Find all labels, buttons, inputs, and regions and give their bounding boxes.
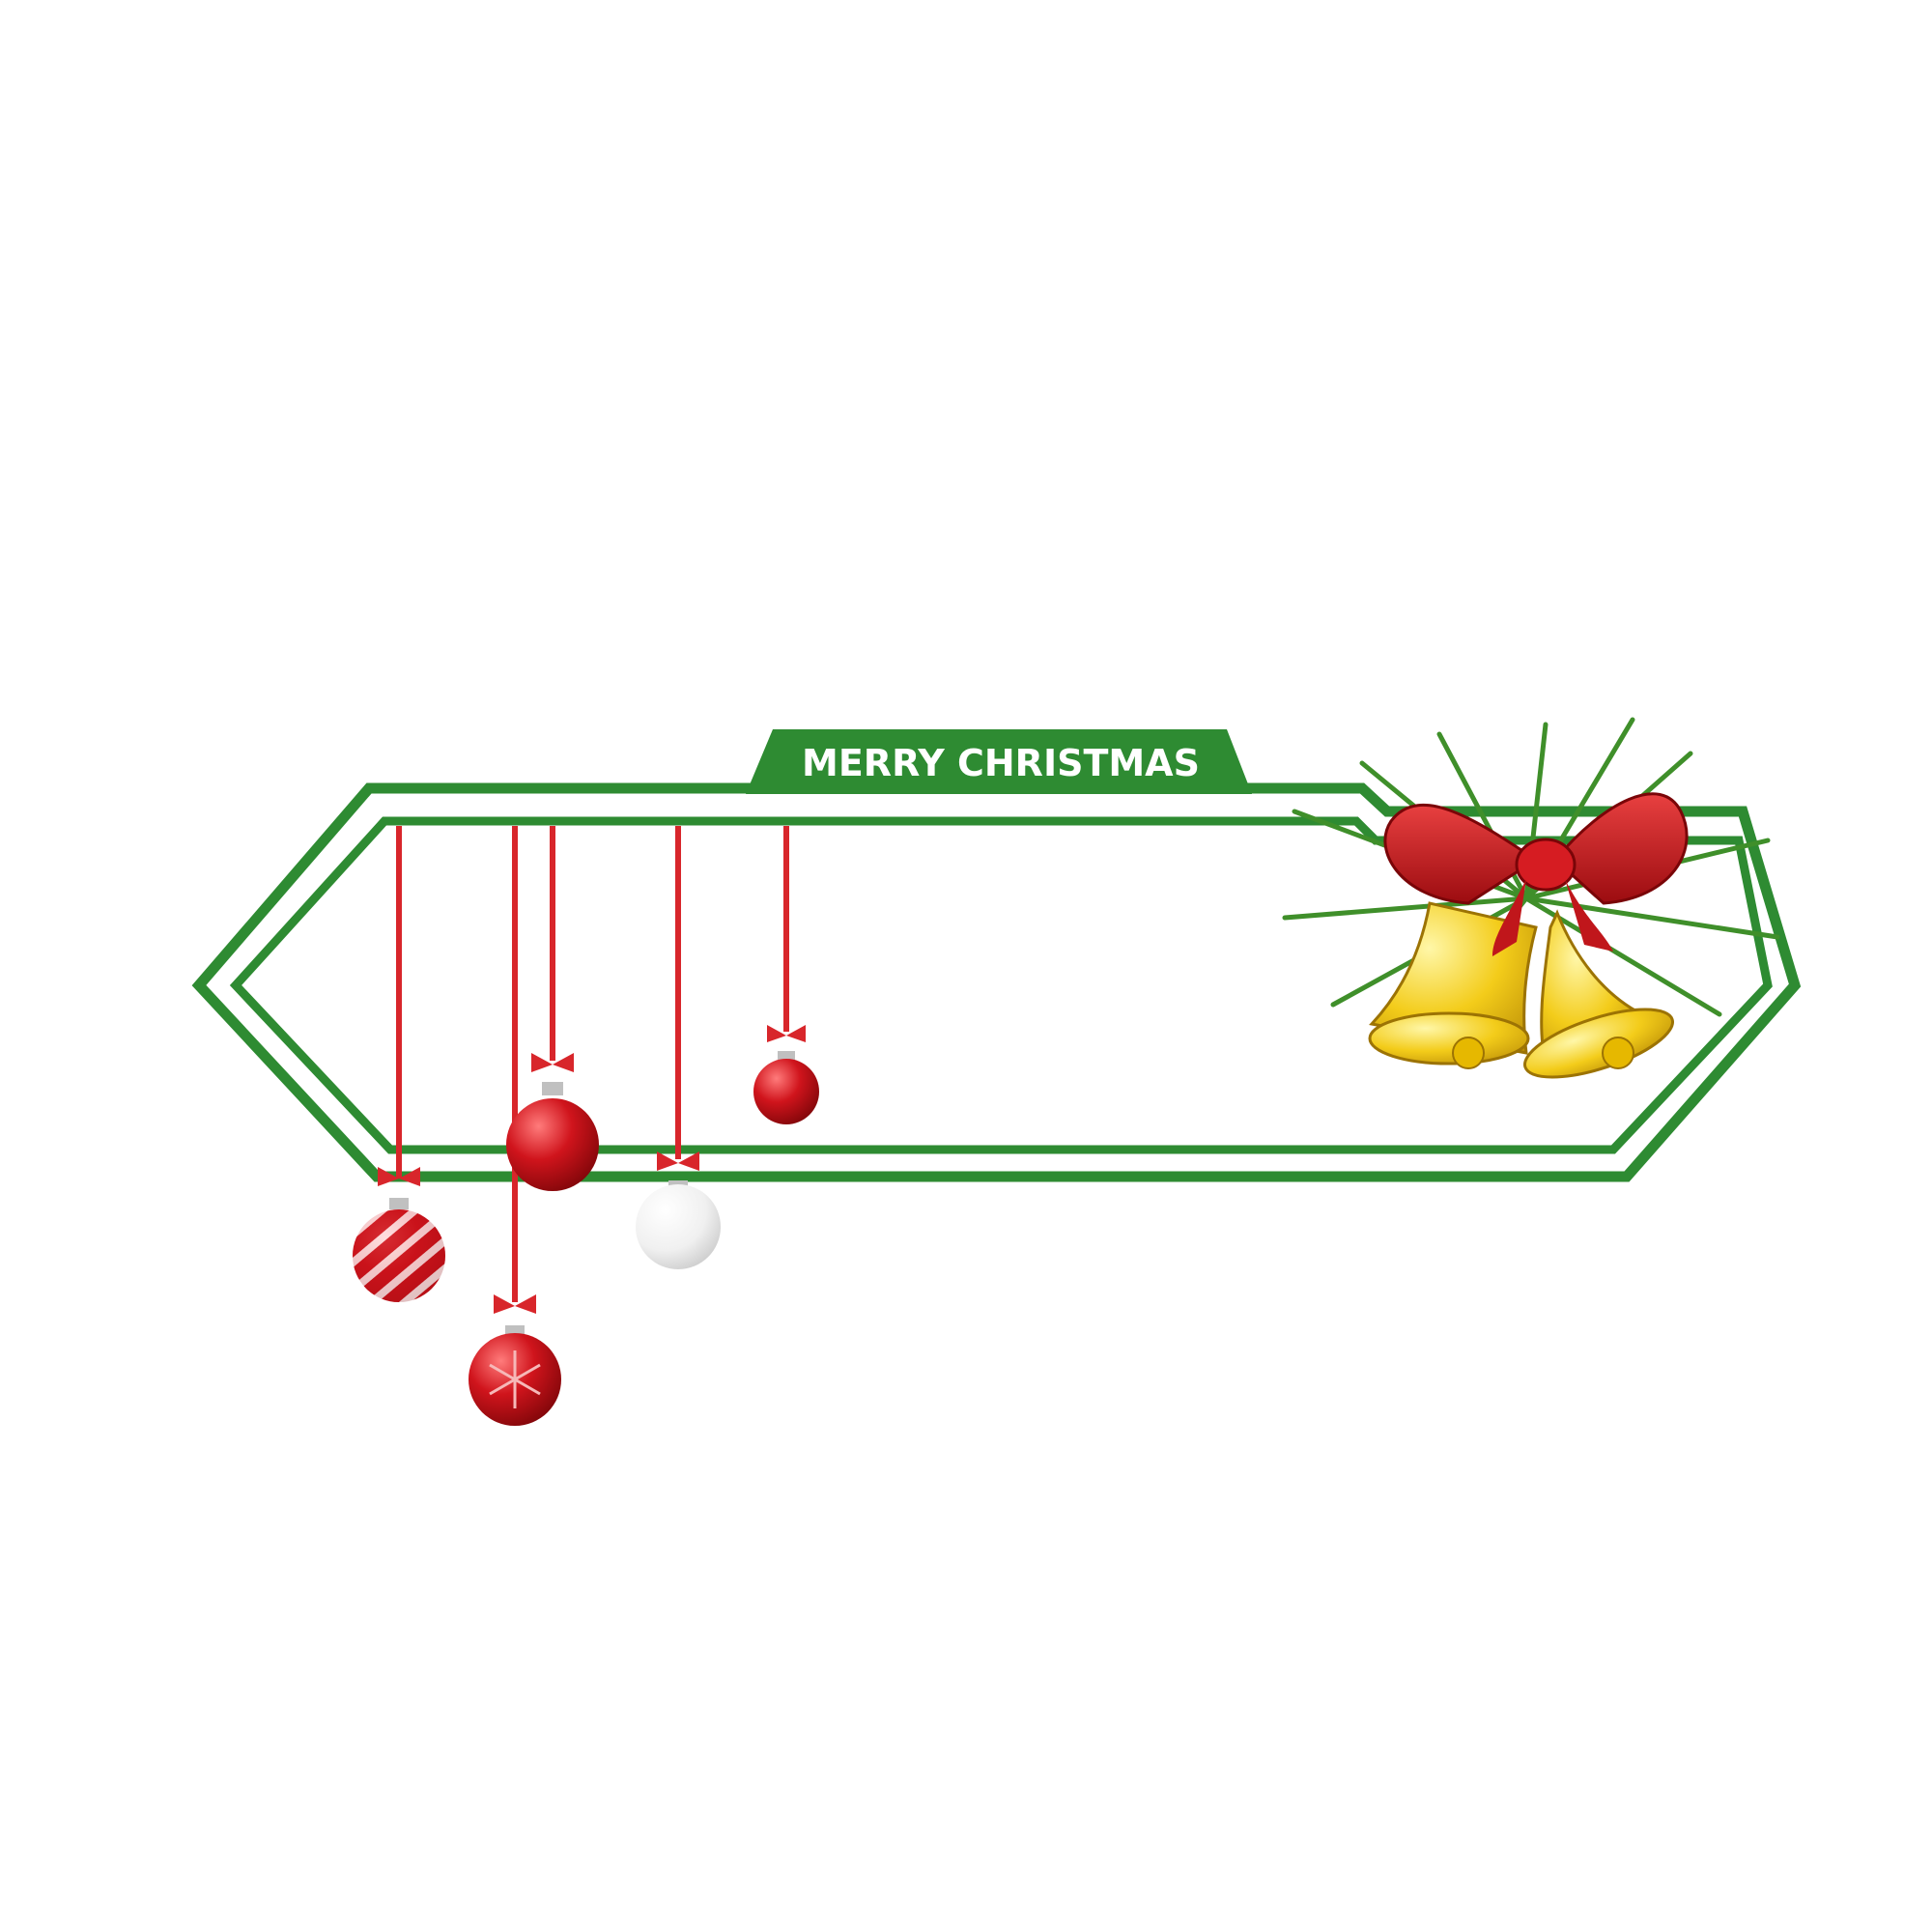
white-bauble-icon <box>636 826 721 1269</box>
snowflake-bauble-icon <box>469 826 561 1426</box>
banner-title: MERRY CHRISTMAS <box>802 742 1200 784</box>
small-red-bauble-icon <box>753 826 819 1124</box>
red-bow-icon <box>1383 792 1689 956</box>
striped-bauble-icon <box>353 826 445 1302</box>
golden-bells-icon <box>1368 901 1675 1079</box>
bells-decoration <box>1282 717 1780 1079</box>
hanging-baubles <box>353 826 819 1426</box>
red-bauble-icon <box>506 826 599 1191</box>
label-tab: MERRY CHRISTMAS <box>746 729 1252 794</box>
banner-frame <box>191 782 1802 1182</box>
